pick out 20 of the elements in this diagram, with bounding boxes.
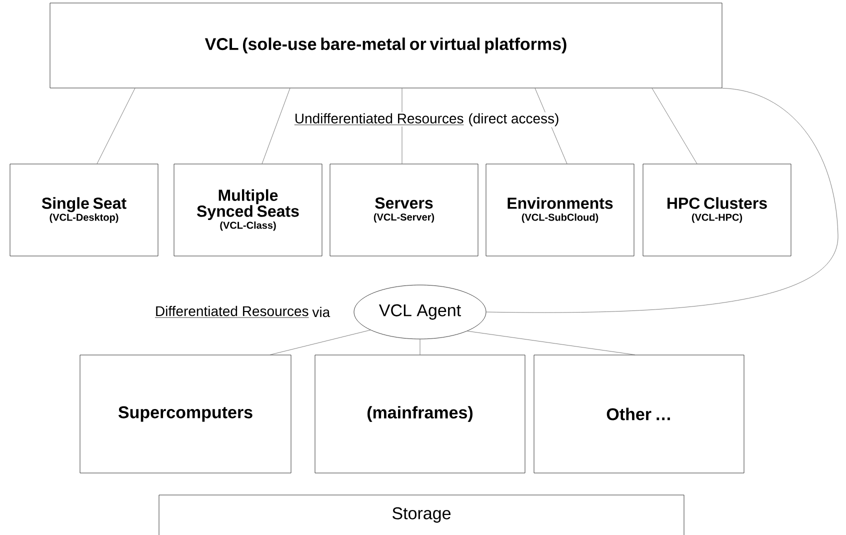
resource-box: Environments (VCL-SubCloud) [486,164,634,256]
underlined-label: Undifferentiated Resources [293,112,465,126]
resource-box: Supercomputers [80,354,292,474]
connector-line [652,88,698,164]
resource-box: Single Seat (VCL-Desktop) [10,164,158,256]
storage-box: Storage [158,494,684,535]
resource-box: Multiple Synced Seats (VCL-Class) [174,164,322,256]
connector-line [270,330,371,355]
platform-box: VCL (sole-use bare-metal or virtual platforms) [50,2,722,88]
connector-line [467,330,636,355]
resource-box: Servers (VCL-Server) [330,164,478,256]
text-label: (direct access) [467,112,560,128]
resource-box: Other … [534,354,744,474]
text-label: via [311,306,332,318]
resource-box: (mainframes) [314,354,526,474]
underlined-label: Differentiated Resources [154,304,310,320]
connector-line [262,88,290,164]
resource-box: HPC Clusters (VCL-HPC) [642,164,792,256]
connector-line [96,88,136,164]
connector-line [486,88,838,313]
